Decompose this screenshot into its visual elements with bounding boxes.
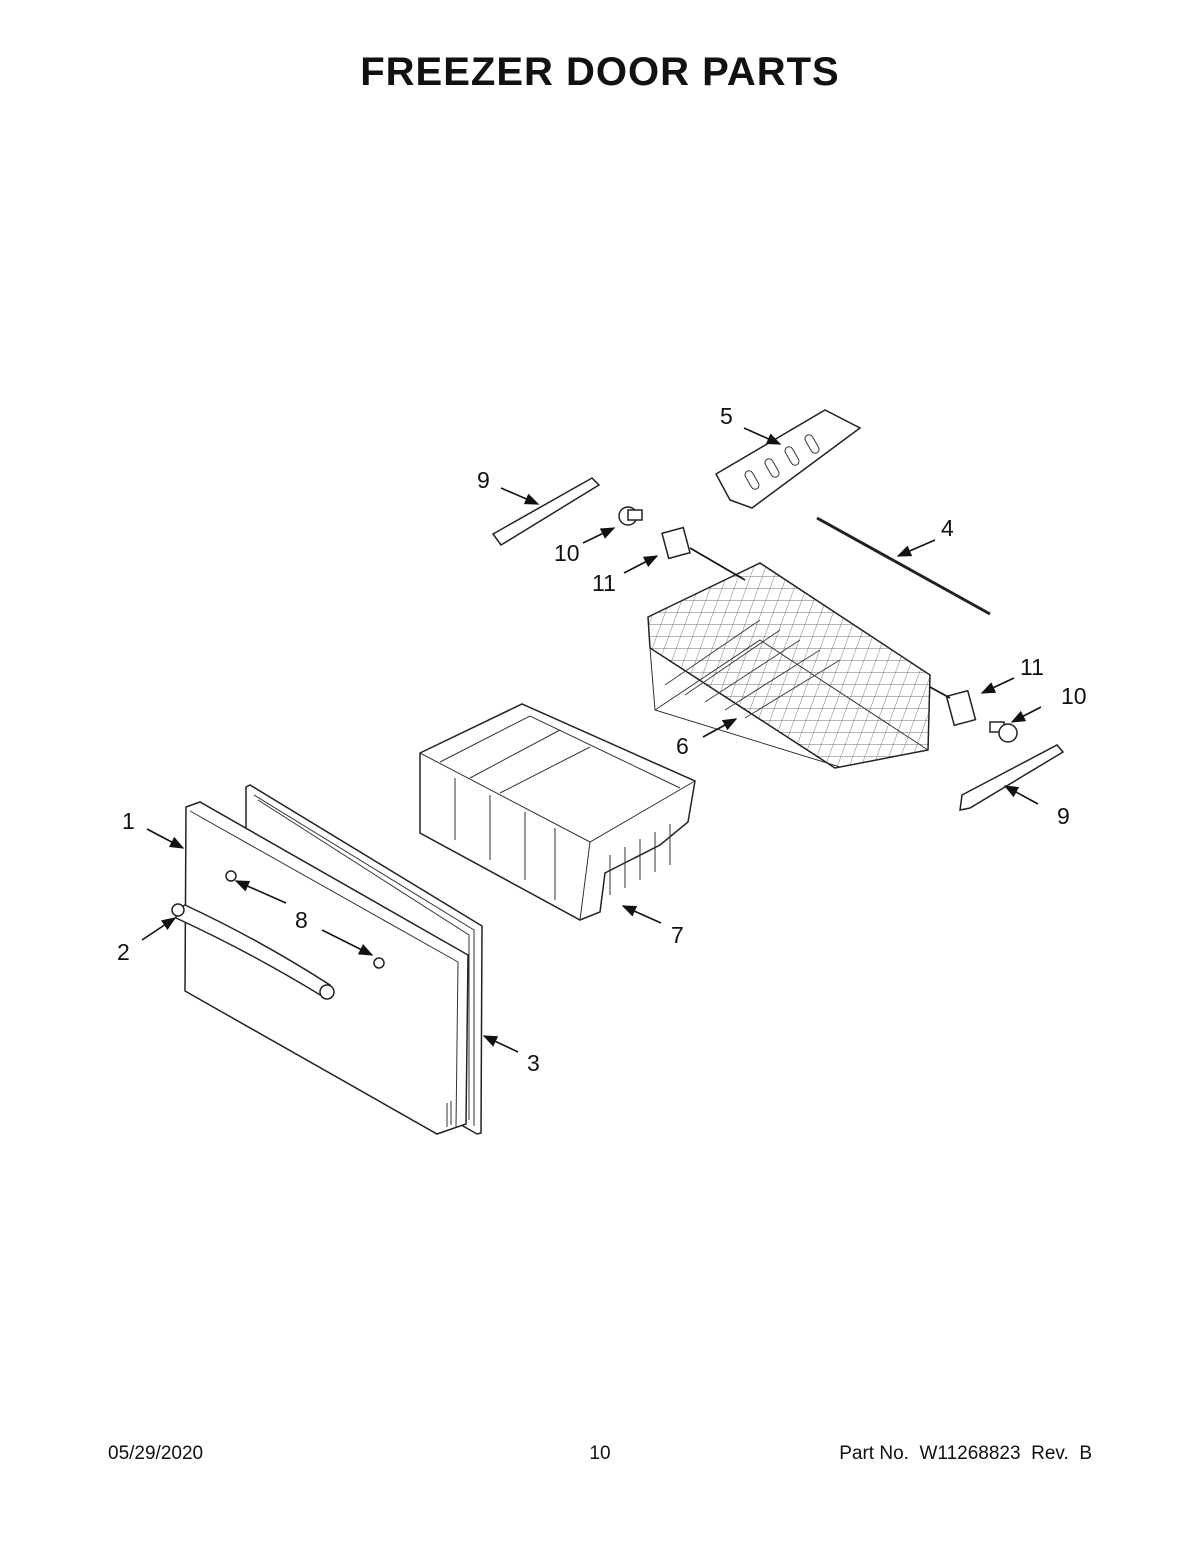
callout-10-upper: 10 [554, 540, 580, 566]
callout-3: 3 [527, 1050, 540, 1076]
door-handle [171, 870, 385, 1000]
wire-basket [647, 562, 931, 769]
footer-date: 05/29/2020 [108, 1443, 204, 1464]
callout-6: 6 [676, 733, 689, 759]
slide-rail-lower [959, 744, 1065, 811]
gear-upper [618, 506, 643, 526]
callout-10-right: 10 [1061, 683, 1087, 709]
callout-11-upper: 11 [592, 570, 616, 596]
bracket-right [945, 689, 977, 727]
page-title: FREEZER DOOR PARTS [360, 50, 840, 94]
basket-divider [714, 409, 862, 509]
callout-1: 1 [122, 808, 135, 834]
callout-8: 8 [295, 907, 308, 933]
handle-screw-top [225, 870, 237, 882]
bracket-upper [661, 526, 691, 560]
footer-part-number: Part No. W11268823 Rev. B [839, 1443, 1092, 1464]
callout-2: 2 [117, 939, 130, 965]
lower-freezer-bin [419, 703, 696, 921]
handle-screw-bottom [373, 957, 385, 969]
callout-11-right: 11 [1020, 654, 1044, 680]
callout-9-lower: 9 [1057, 803, 1070, 829]
callout-7: 7 [671, 922, 684, 948]
gear-right [989, 721, 1018, 743]
callout-4: 4 [941, 515, 954, 541]
callout-5: 5 [720, 403, 733, 429]
freezer-door [184, 801, 469, 1135]
callout-9-upper: 9 [477, 467, 490, 493]
footer-page-number: 10 [589, 1443, 611, 1464]
slide-rail-upper [491, 477, 601, 547]
basket-rod [816, 516, 991, 616]
